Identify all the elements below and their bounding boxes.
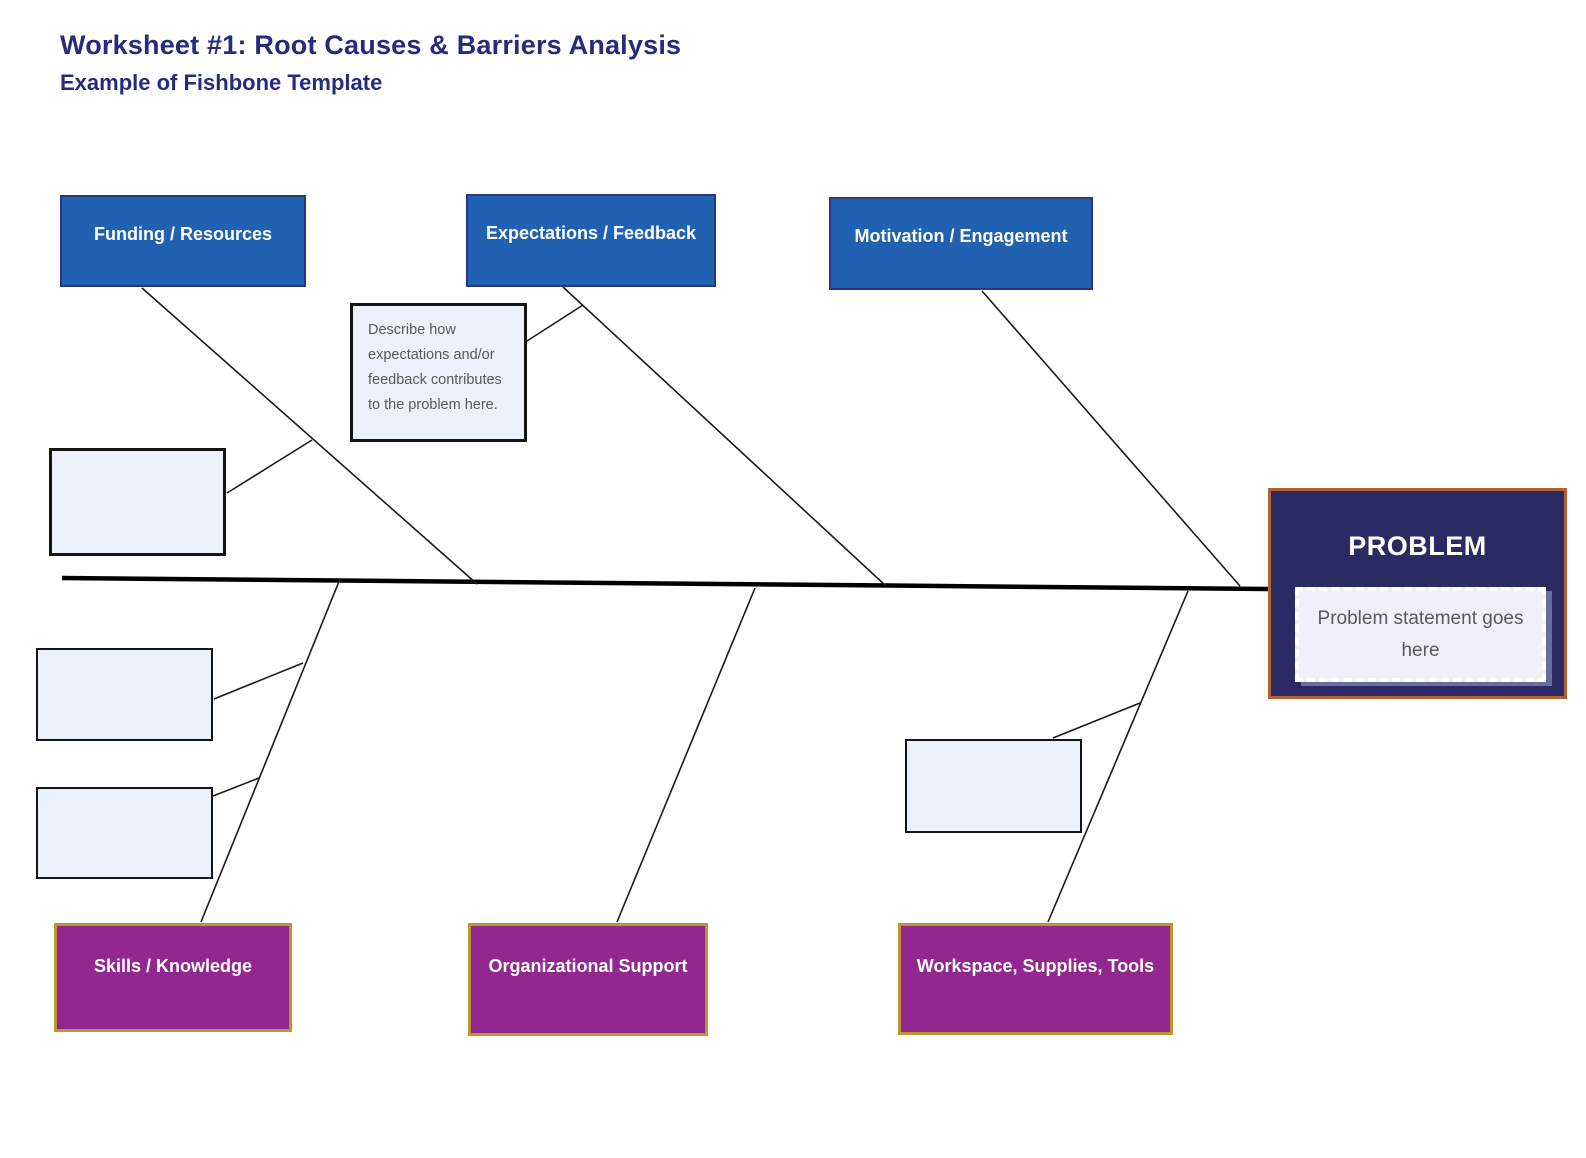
expectations-note-box: Describe how expectations and/or feedbac… — [350, 303, 527, 442]
page-subtitle: Example of Fishbone Template — [60, 70, 383, 95]
category-label: Expectations / Feedback — [485, 223, 697, 243]
category-box-expectations-feedback[interactable]: Expectations / Feedback — [466, 194, 716, 287]
category-label: Skills / Knowledge — [93, 956, 253, 976]
cause-connector-line-skills-2 — [212, 777, 260, 797]
page-title: Worksheet #1: Root Causes & Barriers Ana… — [60, 30, 682, 60]
skills-branch-line — [200, 578, 341, 923]
category-label: Funding / Resources — [93, 224, 273, 244]
empty-cause-box-3[interactable] — [36, 787, 213, 879]
problem-heading: PROBLEM — [1348, 531, 1487, 561]
category-box-skills-knowledge[interactable]: Skills / Knowledge — [54, 923, 292, 1032]
category-label: Organizational Support — [488, 956, 688, 976]
empty-cause-box-4[interactable] — [905, 739, 1082, 833]
category-box-organizational-support[interactable]: Organizational Support — [468, 923, 708, 1036]
category-box-funding-resources[interactable]: Funding / Resources — [60, 195, 306, 287]
category-box-workspace-supplies-tools[interactable]: Workspace, Supplies, Tools — [898, 923, 1173, 1035]
problem-statement-placeholder: Problem statement goes here — [1317, 607, 1524, 661]
title-block: Worksheet #1: Root Causes & Barriers Ana… — [60, 30, 681, 96]
category-box-motivation-engagement[interactable]: Motivation / Engagement — [829, 197, 1093, 290]
spine-line — [61, 575, 1269, 592]
cause-connector-line-skills-1 — [213, 662, 304, 700]
cause-connector-line-workspace — [1052, 702, 1141, 739]
problem-statement-field[interactable]: Problem statement goes here — [1295, 587, 1546, 682]
problem-box: PROBLEM Problem statement goes here — [1268, 488, 1567, 699]
org-support-branch-line — [616, 587, 756, 923]
category-label: Motivation / Engagement — [854, 226, 1068, 246]
category-label: Workspace, Supplies, Tools — [916, 956, 1155, 976]
expectations-branch-line — [562, 286, 887, 587]
empty-cause-box-2[interactable] — [36, 648, 213, 741]
motivation-branch-line — [981, 290, 1241, 587]
empty-cause-box-1[interactable] — [49, 448, 226, 556]
cause-connector-line-funding — [226, 439, 313, 494]
expectations-note-text: Describe how expectations and/or feedbac… — [368, 322, 502, 413]
cause-connector-line-expectations — [526, 304, 584, 342]
